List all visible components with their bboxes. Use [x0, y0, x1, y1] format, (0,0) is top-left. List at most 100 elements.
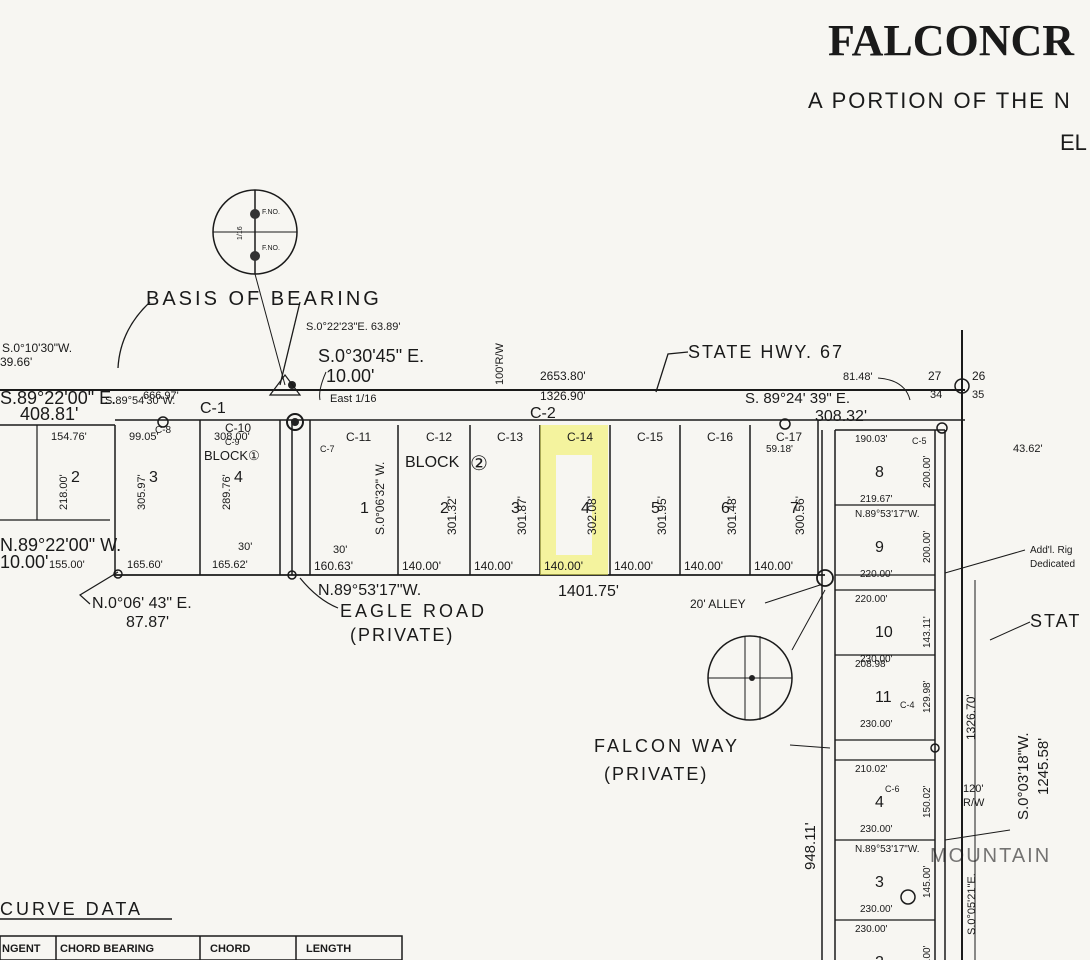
east-lot-dim-top: 220.00' — [855, 594, 888, 605]
subdivision-boundary — [0, 330, 1011, 960]
block1-lot-dim-a: 154.76' — [51, 431, 87, 443]
east-lot-dim-mid: 150.02' — [922, 785, 933, 818]
dist-8148: 81.48' — [843, 371, 873, 383]
state-hwy-right: STAT — [1030, 611, 1081, 631]
east-lot-dim-bottom: 230.00' — [860, 719, 893, 730]
block-2-num: ② — [470, 453, 488, 475]
curve-header-tangent: NGENT — [2, 943, 41, 955]
dist-1326: 1326.90' — [540, 389, 586, 403]
east-lot-dim-top: 210.02' — [855, 764, 888, 775]
east-lot-dim-mid: 143.11' — [922, 616, 933, 648]
brg-s8924: S. 89°24' 39" E. — [745, 390, 850, 407]
dist-948: 948.11' — [802, 822, 819, 870]
east-lot-number: 2 — [875, 954, 884, 960]
east-lot-dim-bottom: 220.00' — [860, 569, 893, 580]
bearing-s022: S.0°22'23"E. 63.89' — [306, 321, 400, 333]
block-2-label: BLOCK — [405, 454, 460, 471]
block1-lot-dim-b: 305.97' — [136, 474, 148, 510]
east-lot-dim-bottom: 230.00' — [860, 654, 893, 665]
fno-label-1: F.NO. — [262, 209, 280, 216]
lot-depth: 301.32' — [445, 496, 459, 535]
dist-1245: 1245.58' — [1035, 738, 1052, 795]
brg-n8953: N.89°53'17"W. — [318, 582, 421, 599]
block1-lot-number: 4 — [234, 469, 243, 486]
lot-curve-label: C-16 — [707, 430, 733, 444]
east-lot-number: 10 — [875, 624, 893, 641]
east-lot-dim-mid: 129.98' — [922, 680, 933, 713]
brg-left-3: N.89°22'00" W. — [0, 535, 121, 555]
east-lot-dim-bottom: 230.00' — [860, 824, 893, 835]
curve-c9: C-9 — [225, 437, 240, 447]
dist-4362: 43.62' — [1013, 443, 1043, 455]
brg-s8954: S.89°54'30"W. — [105, 395, 175, 407]
block-1-label: BLOCK① — [204, 448, 260, 463]
section-34: 34 — [930, 389, 942, 401]
lot-number: 3 — [511, 500, 520, 517]
watermark: MOUNTAIN — [930, 845, 1051, 867]
block-1-lots: 2 154.76' 218.00' 155.00' 3 99.05' 305.97' 165.… — [49, 431, 250, 571]
east-lot-dim-top: 190.03' — [855, 434, 888, 445]
section-26: 26 — [972, 369, 986, 383]
east-lot-dim-top: N.89°53'17"W. — [855, 844, 920, 855]
lot-number: 2 — [440, 500, 449, 517]
curve-c5: C-5 — [912, 436, 927, 446]
brg-left-1: S.0°10'30"W. — [2, 341, 72, 355]
lot-number: 1 — [360, 500, 369, 517]
curve-header-length: LENGTH — [306, 943, 351, 955]
plat-title: FALCONCR — [828, 16, 1075, 65]
east-lot-dim-bottom: 219.67' — [860, 494, 893, 505]
dist-1401: 1401.75' — [558, 583, 619, 600]
falcon-detail-circle — [707, 589, 826, 721]
east-lot-number: 4 — [875, 794, 884, 811]
curve-data-title: CURVE DATA — [0, 899, 143, 919]
brg-s003: S.0°03'18"W. — [1015, 732, 1032, 820]
curve-c7: C-7 — [320, 444, 335, 454]
lot-depth: 302.08' — [585, 496, 599, 535]
curve-c10: C-10 — [225, 421, 251, 435]
n006: N.0°06' 43" E. — [92, 595, 192, 612]
east-lot-number: 11 — [875, 689, 892, 706]
block1-lot-dim-c: 165.60' — [127, 559, 163, 571]
lot-width: 140.00' — [684, 559, 723, 573]
east-lot-dim-top: 208.98' — [855, 659, 888, 670]
dist-2653: 2653.80' — [540, 369, 586, 383]
rw-label: R/W — [963, 797, 985, 809]
block1-lot-number: 2 — [71, 469, 80, 486]
lot-depth: S.0°06'32" W. — [373, 462, 387, 535]
lot-curve-label: C-14 — [567, 430, 593, 444]
fno-label-2: F.NO. — [262, 245, 280, 252]
block1-lot-dim-c: 155.00' — [49, 559, 85, 571]
dist-308: 308.32' — [815, 408, 867, 425]
east-1-16: East 1/16 — [330, 393, 376, 405]
east-lot-number: 9 — [875, 539, 884, 556]
basis-detail-circle: F.NO. F.NO. 1/16 — [212, 189, 298, 386]
east-lot-number: 8 — [875, 464, 884, 481]
east-lot-dim-top: N.89°53'17"W. — [855, 509, 920, 520]
lot-number: 5 — [651, 500, 660, 517]
brg-left-2: S.89°22'00" E. — [0, 388, 116, 408]
lot-curve-label: C-12 — [426, 430, 452, 444]
block1-lot-dim-a: 99.05' — [129, 431, 159, 443]
lot-curve-label: C-11 — [346, 430, 371, 444]
curve-c4: C-4 — [900, 700, 915, 710]
bearing-s030: S.0°30'45" E. — [318, 346, 424, 366]
dist-left-1: 39.66' — [0, 355, 32, 369]
basis-of-bearing-label: BASIS OF BEARING — [146, 288, 382, 310]
east-lot-dim-bottom: 230.00' — [860, 904, 893, 915]
lot-width: 140.00' — [544, 559, 583, 573]
dist-666: 666.97' — [143, 390, 179, 402]
lot-number: 6 — [721, 500, 730, 517]
section-35: 35 — [972, 389, 984, 401]
east-lot-dim-mid: 200.00' — [922, 455, 933, 488]
dist-1326b: 1326.70' — [964, 694, 978, 740]
dist-5918: 59.18' — [766, 444, 793, 455]
block1-lot-number: 3 — [149, 469, 158, 486]
block1-lot-dim-b: 218.00' — [58, 474, 70, 510]
east-lot-dim-top: 230.00' — [855, 924, 888, 935]
block1-lot-dim-b: 289.76' — [221, 474, 233, 510]
curve-header-chord: CHORD — [210, 943, 250, 955]
lot-depth: 301.95' — [655, 496, 669, 535]
highlighted-lot-inner — [556, 455, 592, 555]
plat-subtitle-2: EL — [1060, 130, 1087, 155]
